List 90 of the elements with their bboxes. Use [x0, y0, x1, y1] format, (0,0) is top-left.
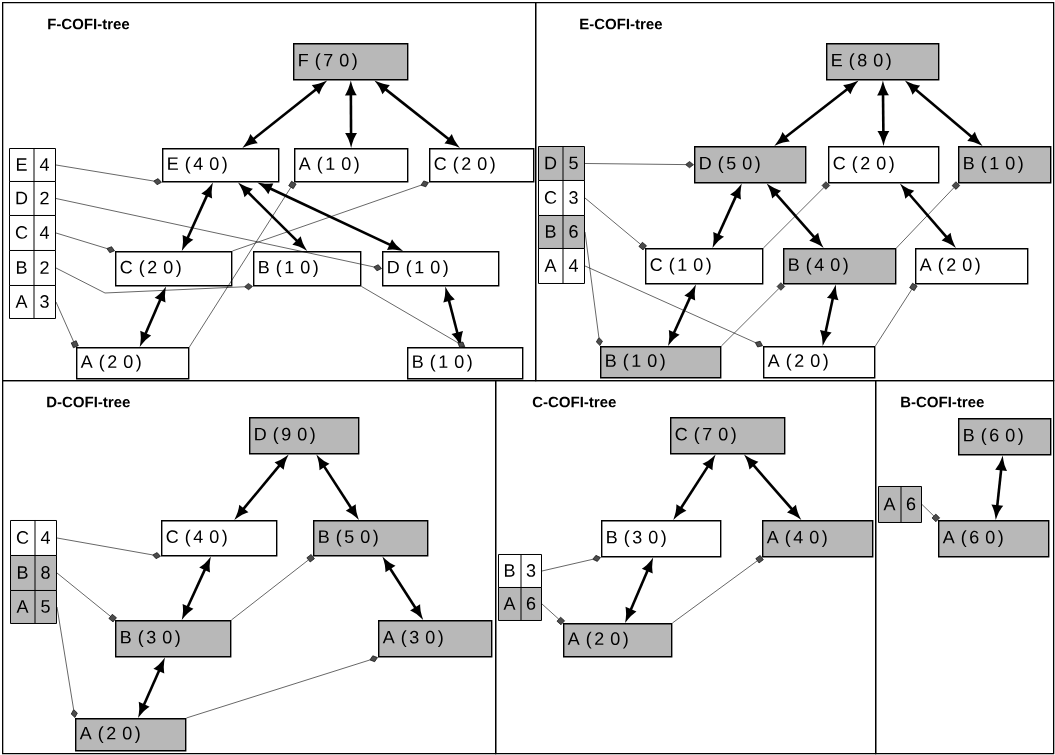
item-count-row: A 6: [498, 586, 542, 621]
tree-node: B (1 0): [253, 251, 362, 287]
tree-node: B (1 0): [407, 347, 524, 380]
item-count-row: B 3: [498, 553, 542, 588]
tree-node: A (2 0): [763, 346, 876, 379]
item-count-row: A 4: [538, 247, 585, 284]
double-arrow: [907, 82, 980, 145]
item-count-row: C 4: [10, 519, 57, 556]
item-count-row: B 6: [538, 214, 585, 249]
item-count-row: C 3: [538, 179, 585, 216]
double-arrow: [140, 289, 166, 344]
double-arrow: [317, 457, 358, 518]
panel-title: D-COFI-tree: [47, 396, 130, 408]
node-link: [763, 181, 830, 249]
item-count-row: A 3: [9, 284, 56, 319]
node-link: [672, 555, 764, 624]
tree-node: E (4 0): [162, 148, 280, 183]
leader-line: [56, 572, 117, 623]
tree-node: F (7 0): [293, 43, 409, 81]
node-link: [896, 181, 961, 249]
tree-node: B (6 0): [958, 418, 1052, 456]
double-arrow: [236, 456, 287, 518]
node-link: [189, 180, 297, 348]
item-count-row: A 6: [878, 485, 922, 523]
item-count-row: C 4: [9, 214, 56, 251]
tree-node: C (2 0): [115, 251, 233, 287]
tree-node: D (1 0): [382, 251, 500, 287]
tree-node: C (1 0): [645, 248, 764, 285]
node-link: [361, 286, 466, 348]
double-arrow: [182, 559, 211, 617]
leader-line: [55, 267, 253, 294]
node-link: [231, 554, 315, 621]
tree-node: B (3 0): [115, 620, 232, 658]
double-arrow: [443, 289, 463, 344]
tree-node: C (4 0): [161, 520, 278, 557]
double-arrow: [668, 287, 696, 343]
item-count-row: A 5: [10, 589, 57, 624]
leader-line: [584, 231, 603, 346]
panel-title: C-COFI-tree: [532, 396, 616, 408]
tree-node: A (2 0): [76, 347, 190, 380]
node-link: [721, 282, 785, 347]
tree-node: A (3 0): [378, 620, 493, 658]
node-link: [875, 282, 918, 347]
tree-node: D (5 0): [694, 146, 807, 184]
tree-node: B (1 0): [958, 146, 1052, 184]
leader-line: [541, 555, 601, 572]
leader-line: [55, 164, 162, 186]
tree-node: D (9 0): [249, 417, 360, 455]
double-arrow: [746, 456, 800, 518]
node-link: [186, 655, 378, 719]
double-arrow: [383, 559, 422, 618]
leader-line: [55, 301, 79, 349]
leader-line: [584, 161, 694, 169]
leader-line: [541, 603, 565, 626]
double-arrow: [625, 560, 653, 620]
leader-line: [55, 232, 115, 253]
double-arrow: [674, 457, 715, 518]
tree-node: C (2 0): [828, 146, 940, 184]
double-arrow: [138, 660, 165, 715]
item-count-row: B 2: [9, 249, 56, 286]
tree-node: A (1 0): [294, 148, 409, 183]
tree-node: C (2 0): [429, 148, 535, 183]
tree-node: B (3 0): [601, 520, 722, 558]
leader-line: [584, 197, 647, 251]
panel-title: E-COFI-tree: [580, 18, 663, 30]
double-arrow: [901, 185, 954, 246]
tree-node: A (6 0): [938, 520, 1050, 558]
tree-node: A (2 0): [915, 248, 1029, 285]
double-arrow: [182, 185, 213, 248]
panel-title: B-COFI-tree: [901, 396, 984, 408]
tree-node: B (1 0): [600, 346, 722, 379]
item-count-row: D 2: [9, 180, 56, 216]
item-count-row: E 4: [9, 147, 56, 182]
tree-node: A (2 0): [563, 623, 673, 658]
leader-line: [921, 504, 940, 523]
tree-node: A (4 0): [762, 520, 874, 558]
tree-node: A (2 0): [75, 718, 187, 752]
double-arrow: [713, 186, 741, 245]
double-arrow: [768, 185, 822, 246]
panel-title: F-COFI-tree: [48, 18, 130, 30]
leader-line: [56, 606, 78, 718]
leader-line: [584, 265, 763, 348]
item-count-row: D 5: [538, 145, 585, 181]
tree-node: E (8 0): [826, 43, 940, 81]
tree-node: B (4 0): [783, 248, 897, 285]
tree-node: C (7 0): [670, 417, 786, 455]
tree-node: B (5 0): [313, 520, 429, 557]
double-arrow: [244, 82, 325, 147]
item-count-row: B 8: [10, 554, 57, 591]
leader-line: [56, 537, 161, 559]
